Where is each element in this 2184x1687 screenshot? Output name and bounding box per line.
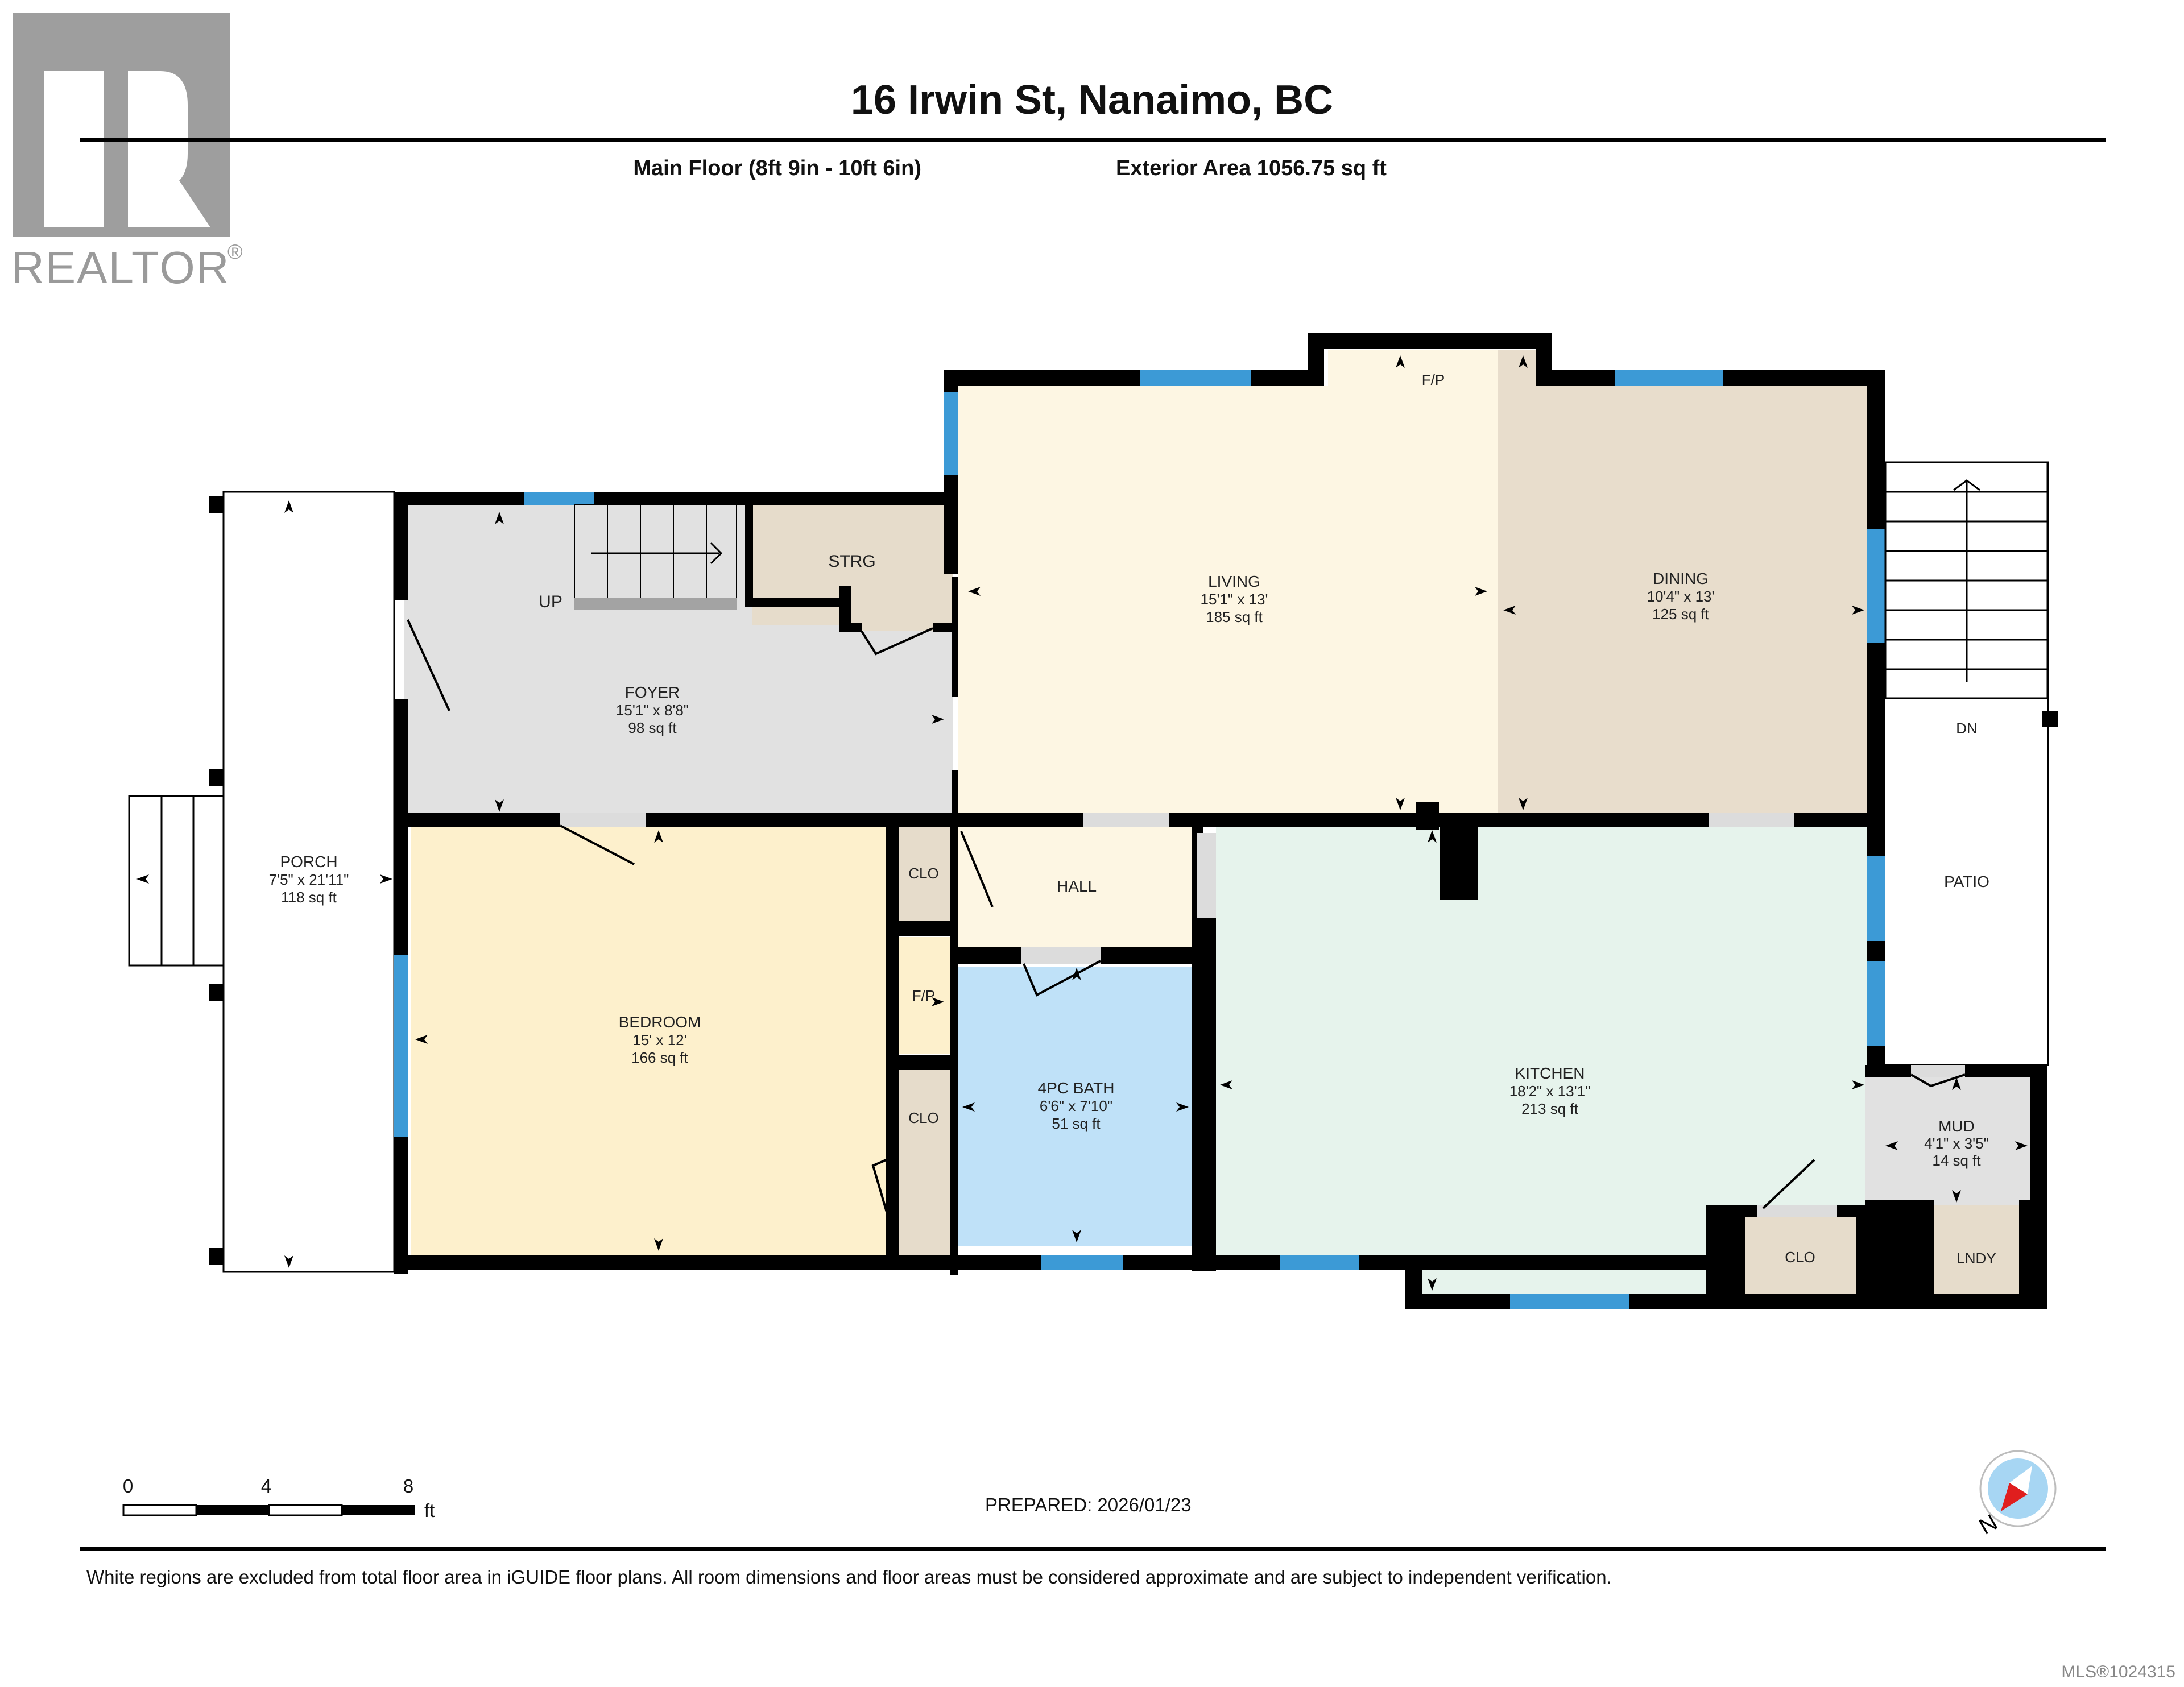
foyer-label: FOYER bbox=[625, 683, 680, 701]
living-label: LIVING bbox=[1208, 573, 1260, 590]
room-fills bbox=[222, 350, 2049, 1296]
header-divider bbox=[80, 138, 2106, 142]
closet-1-label: CLO bbox=[908, 865, 938, 882]
realtor-wordmark: REALTOR bbox=[11, 242, 230, 293]
fp-closet-label: F/P bbox=[912, 987, 935, 1004]
window-dining bbox=[1615, 370, 1723, 386]
bedroom-area bbox=[411, 826, 888, 1255]
window-dining-right bbox=[1867, 529, 1885, 643]
dining-label: DINING bbox=[1653, 570, 1709, 587]
kitchen-dims: 18'2" x 13'1" bbox=[1509, 1083, 1591, 1100]
prepared-date: PREPARED: 2026/01/23 bbox=[985, 1494, 1192, 1515]
closet-1-area bbox=[899, 826, 950, 922]
disclaimer: White regions are excluded from total fl… bbox=[86, 1566, 1612, 1587]
bath-area-text: 51 sq ft bbox=[1052, 1115, 1101, 1132]
hall-label: HALL bbox=[1057, 877, 1097, 895]
living-area-text: 185 sq ft bbox=[1206, 608, 1263, 625]
living-area bbox=[958, 386, 1499, 813]
stairs-down-label: DN bbox=[1956, 720, 1978, 737]
porch-area-text: 118 sq ft bbox=[281, 889, 337, 906]
bath-dims: 6'6" x 7'10" bbox=[1040, 1097, 1112, 1114]
porch-label: PORCH bbox=[280, 853, 337, 871]
hall-area bbox=[958, 826, 1197, 950]
kitchen-area bbox=[1216, 826, 1867, 1294]
closet-3-label: CLO bbox=[1785, 1249, 1815, 1266]
bedroom-dims: 15' x 12' bbox=[632, 1031, 686, 1048]
bedroom-area-text: 166 sq ft bbox=[631, 1049, 689, 1066]
closet-2-area bbox=[899, 1069, 950, 1255]
registered-mark: ® bbox=[228, 240, 243, 263]
window-living-left bbox=[944, 392, 958, 475]
windows bbox=[394, 370, 1885, 1309]
scale-unit: ft bbox=[424, 1500, 435, 1521]
storage-label: STRG bbox=[828, 552, 875, 571]
scale-tick-8: 8 bbox=[403, 1475, 413, 1497]
bath-label: 4PC BATH bbox=[1038, 1079, 1115, 1097]
scale-tick-0: 0 bbox=[123, 1475, 133, 1497]
foyer-area-text: 98 sq ft bbox=[628, 719, 677, 736]
window-foyer bbox=[524, 492, 594, 505]
bath-area bbox=[958, 967, 1192, 1246]
window-kitchen-right-2 bbox=[1867, 961, 1885, 1046]
window-bath bbox=[1041, 1255, 1123, 1270]
mud-area-text: 14 sq ft bbox=[1932, 1152, 1981, 1169]
kitchen-area-text: 213 sq ft bbox=[1521, 1100, 1579, 1117]
bedroom-label: BEDROOM bbox=[619, 1013, 701, 1031]
laundry-area bbox=[1934, 1205, 2019, 1296]
door-openings bbox=[560, 813, 1965, 1217]
exterior-area: Exterior Area 1056.75 sq ft bbox=[1116, 156, 1387, 180]
living-fireplace-label: F/P bbox=[1422, 371, 1445, 388]
porch-steps bbox=[128, 795, 225, 967]
closet-2-label: CLO bbox=[908, 1109, 938, 1126]
stairs-up-label: UP bbox=[539, 592, 562, 611]
foyer-stairs bbox=[574, 504, 737, 610]
living-dims: 15'1" x 13' bbox=[1201, 591, 1268, 608]
kitchen-label: KITCHEN bbox=[1515, 1064, 1585, 1082]
porch-dims: 7'5" x 21'11" bbox=[269, 871, 349, 888]
patio-label: PATIO bbox=[1944, 873, 1989, 890]
footer-divider bbox=[80, 1547, 2106, 1551]
foyer-dims: 15'1" x 8'8" bbox=[616, 702, 689, 719]
page-title: 16 Irwin St, Nanaimo, BC bbox=[851, 77, 1333, 123]
window-kitchen-bottom-1 bbox=[1280, 1255, 1359, 1270]
scale-tick-4: 4 bbox=[261, 1475, 271, 1497]
patio-stairs bbox=[1884, 461, 2049, 699]
dining-area bbox=[1498, 386, 1867, 813]
floor-label: Main Floor (8ft 9in - 10ft 6in) bbox=[633, 156, 921, 180]
window-kitchen-right-1 bbox=[1867, 856, 1885, 941]
mud-label: MUD bbox=[1938, 1117, 1975, 1135]
window-kitchen-bottom-2 bbox=[1510, 1294, 1629, 1309]
compass-icon: N bbox=[1975, 1450, 2057, 1540]
laundry-label: LNDY bbox=[1956, 1250, 1996, 1267]
window-bedroom bbox=[394, 955, 408, 1137]
mud-dims: 4'1" x 3'5" bbox=[1924, 1135, 1989, 1152]
dining-area-text: 125 sq ft bbox=[1652, 606, 1710, 623]
window-living bbox=[1140, 370, 1251, 386]
porch-area bbox=[222, 491, 395, 1273]
closet-3-area bbox=[1745, 1217, 1856, 1294]
mls-number: MLS®1024315 bbox=[2061, 1663, 2175, 1681]
scale-bar: 0 4 8 ft bbox=[122, 1475, 435, 1521]
door-swings bbox=[407, 619, 1966, 1215]
realtor-logo: REALTOR ® bbox=[11, 13, 243, 293]
room-labels: PORCH 7'5" x 21'11" 118 sq ft FOYER 15'1… bbox=[269, 371, 1996, 1267]
dining-dims: 10'4" x 13' bbox=[1647, 588, 1715, 605]
fp-closet-area bbox=[899, 937, 950, 1054]
mud-area bbox=[1866, 1072, 2030, 1205]
dimension-markers bbox=[136, 355, 2028, 1291]
